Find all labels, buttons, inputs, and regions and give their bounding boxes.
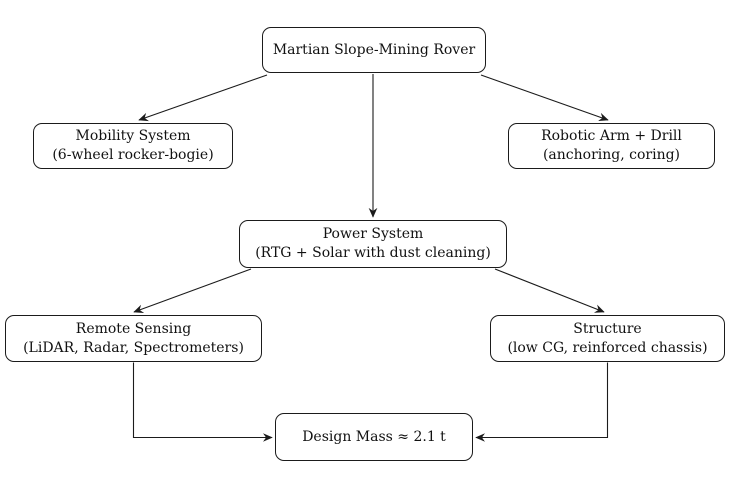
arrow-root-to-mobility <box>138 74 268 122</box>
node-power-title: Power System <box>322 226 424 242</box>
node-design-mass: Design Mass ≈ 2.1 t <box>275 413 473 461</box>
arrow-power-to-structure <box>494 268 605 313</box>
node-mass-title: Design Mass ≈ 2.1 t <box>302 428 446 445</box>
node-arm-subtitle: (anchoring, coring) <box>542 147 681 163</box>
node-structure-subtitle: (low CG, reinforced chassis) <box>507 339 708 356</box>
node-mobility-system: Mobility System (6-wheel rocker-bogie) <box>33 123 233 169</box>
node-remote-sensing: Remote Sensing (LiDAR, Radar, Spectromet… <box>5 315 262 362</box>
node-sensing-title: Remote Sensing <box>75 320 192 337</box>
node-rover-root: Martian Slope-Mining Rover <box>262 27 486 73</box>
node-power-system: Power System (RTG + Solar with dust clea… <box>239 220 507 268</box>
node-power-subtitle: (RTG + Solar with dust cleaning) <box>255 245 491 261</box>
arrow-root-to-arm <box>480 74 609 122</box>
node-structure-title: Structure <box>573 320 642 337</box>
node-structure: Structure (low CG, reinforced chassis) <box>490 315 725 362</box>
node-sensing-subtitle: (LiDAR, Radar, Spectrometers) <box>23 339 244 356</box>
arrow-sensing-to-mass <box>132 362 273 442</box>
arrow-structure-to-mass <box>475 362 609 442</box>
arrow-power-to-sensing <box>133 268 252 313</box>
node-mobility-subtitle: (6-wheel rocker-bogie) <box>52 147 214 163</box>
node-arm-title: Robotic Arm + Drill <box>541 128 682 144</box>
node-robotic-arm-drill: Robotic Arm + Drill (anchoring, coring) <box>508 123 715 169</box>
node-mobility-title: Mobility System <box>75 128 191 144</box>
node-rover-root-title: Martian Slope-Mining Rover <box>272 41 476 58</box>
